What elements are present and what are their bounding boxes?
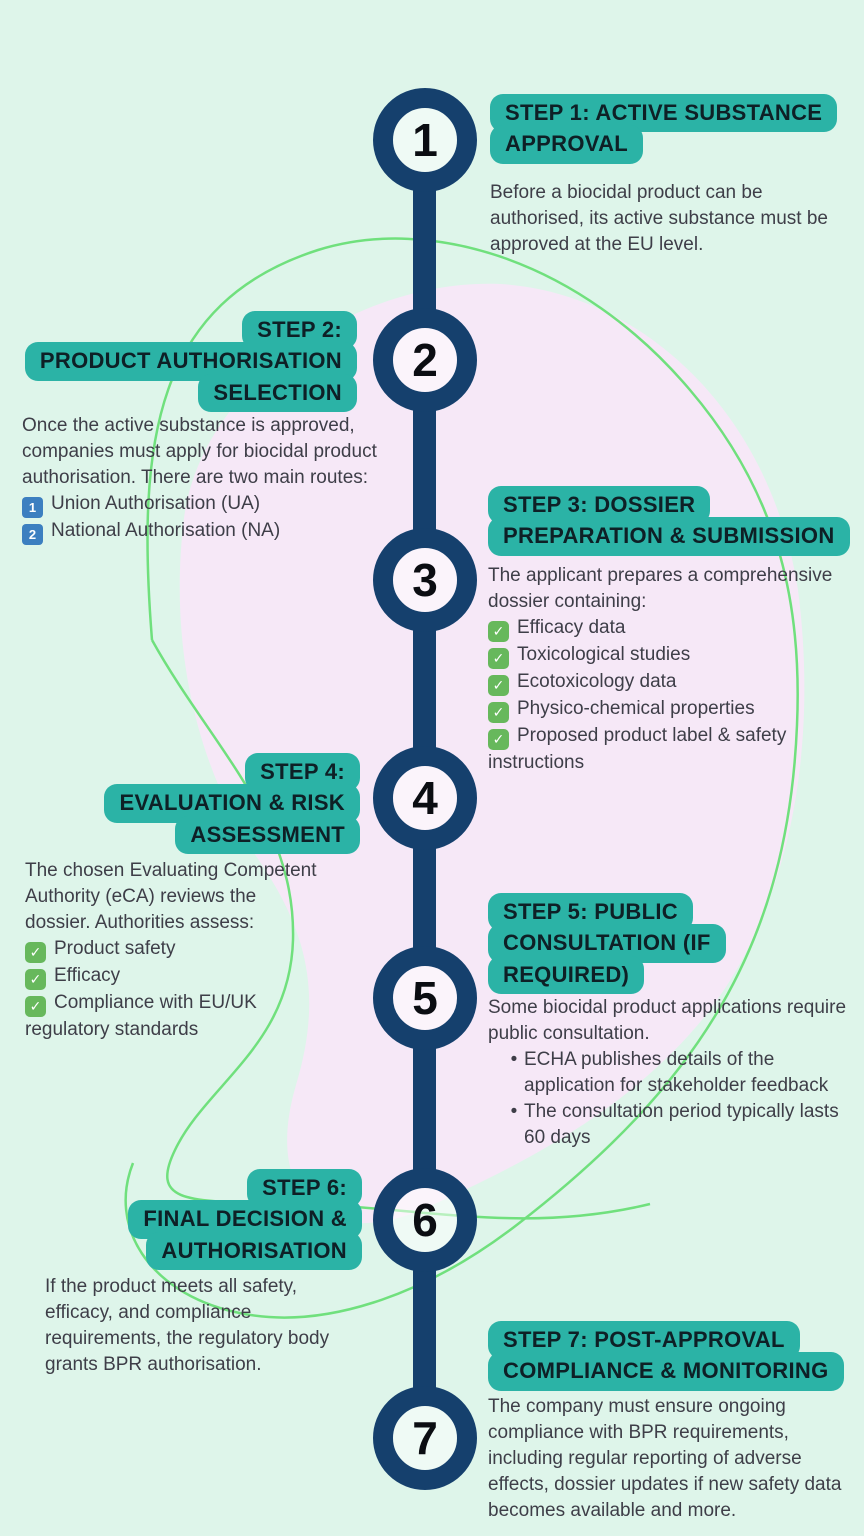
timeline-node-6: 6 — [373, 1168, 477, 1272]
step-6-body: If the product meets all safety, efficac… — [45, 1276, 330, 1375]
timeline-node-2: 2 — [373, 308, 477, 412]
keycap-2-icon: 2 — [22, 524, 43, 545]
step-2-description: Once the active substance is approved, c… — [22, 413, 380, 545]
step-3-body: The applicant prepares a comprehensive d… — [488, 565, 833, 612]
checklist-label: Compliance with EU/UK regulatory standar… — [25, 992, 257, 1040]
badge-line: APPROVAL — [490, 125, 644, 164]
badge-line: REQUIRED) — [488, 955, 645, 995]
step-number: 7 — [412, 1412, 438, 1464]
step-3-badge: STEP 3: DOSSIER PREPARATION & SUBMISSION — [488, 486, 850, 556]
step-6-badge: STEP 6: FINAL DECISION & AUTHORISATION — [128, 1169, 362, 1271]
bullet-item: • ECHA publishes details of the applicati… — [488, 1047, 856, 1099]
route-label: Union Authorisation (UA) — [51, 493, 261, 514]
keycap-1-icon: 1 — [22, 497, 43, 518]
check-icon: ✓ — [488, 621, 509, 642]
step-4-body: The chosen Evaluating Competent Authorit… — [25, 860, 317, 933]
timeline-connector-4-5 — [413, 843, 436, 953]
checklist-item: ✓ Toxicological studies — [488, 642, 840, 669]
step-5-description: Some biocidal product applications requi… — [488, 995, 856, 1151]
bullet-item: • The consultation period typically lasts… — [488, 1099, 856, 1151]
checklist-item: ✓Compliance with EU/UK regulatory standa… — [25, 990, 325, 1043]
badge-line: STEP 5: PUBLIC — [488, 893, 693, 932]
badge-line: SELECTION — [198, 373, 357, 413]
badge-line: PRODUCT AUTHORISATION — [24, 342, 357, 381]
checklist-label: Physico-chemical properties — [517, 698, 755, 719]
route-item: 1 Union Authorisation (UA) — [22, 491, 380, 518]
step-1-description: Before a biocidal product can be authori… — [490, 180, 858, 258]
checklist-label: Efficacy — [54, 965, 121, 986]
bullet-icon: • — [510, 1101, 518, 1122]
timeline-connector-6-7 — [413, 1265, 436, 1393]
bullet-label: ECHA publishes details of the applicatio… — [524, 1049, 829, 1096]
checklist-label: Ecotoxicology data — [517, 671, 677, 692]
bullet-icon: • — [510, 1049, 518, 1070]
checklist-label: Toxicological studies — [517, 644, 691, 665]
step-4-description: The chosen Evaluating Competent Authorit… — [25, 858, 325, 1043]
green-curve-outer — [124, 237, 799, 1319]
timeline-node-7: 7 — [373, 1386, 477, 1490]
step-5-badge: STEP 5: PUBLIC CONSULTATION (IF REQUIRED… — [488, 893, 726, 995]
check-icon: ✓ — [488, 729, 509, 750]
step-1-body: Before a biocidal product can be authori… — [490, 182, 828, 255]
badge-line: COMPLIANCE & MONITORING — [488, 1352, 844, 1391]
step-number: 6 — [412, 1194, 438, 1246]
check-icon: ✓ — [488, 648, 509, 669]
check-icon: ✓ — [25, 996, 46, 1017]
bullet-label: The consultation period typically lasts … — [524, 1101, 839, 1148]
step-number: 5 — [412, 972, 438, 1024]
route-item: 2 National Authorisation (NA) — [22, 518, 380, 545]
check-icon: ✓ — [488, 702, 509, 723]
badge-line: PREPARATION & SUBMISSION — [488, 517, 850, 556]
timeline-node-3: 3 — [373, 528, 477, 632]
timeline-node-5: 5 — [373, 946, 477, 1050]
timeline-connector-1-2 — [413, 185, 436, 315]
checklist-item: ✓ Product safety — [25, 936, 325, 963]
step-6-description: If the product meets all safety, efficac… — [45, 1274, 345, 1378]
checklist-item: ✓ Physico-chemical properties — [488, 696, 840, 723]
step-number: 1 — [412, 114, 438, 166]
timeline-connector-2-3 — [413, 405, 436, 535]
timeline-node-4: 4 — [373, 746, 477, 850]
step-4-badge: STEP 4: EVALUATION & RISK ASSESSMENT — [104, 753, 360, 855]
check-icon: ✓ — [488, 675, 509, 696]
timeline-node-1: 1 — [373, 88, 477, 192]
step-3-description: The applicant prepares a comprehensive d… — [488, 563, 840, 776]
step-number: 4 — [412, 772, 438, 824]
checklist-label: Efficacy data — [517, 617, 626, 638]
checklist-item: ✓ Efficacy — [25, 963, 325, 990]
badge-line: AUTHORISATION — [146, 1231, 362, 1271]
step-7-badge: STEP 7: POST-APPROVAL COMPLIANCE & MONIT… — [488, 1321, 844, 1391]
checklist-label: Proposed product label & safety instruct… — [488, 725, 787, 773]
route-label: National Authorisation (NA) — [51, 520, 281, 541]
step-1-badge: STEP 1: ACTIVE SUBSTANCE APPROVAL — [490, 94, 838, 164]
step-number: 2 — [412, 334, 438, 386]
step-5-body: Some biocidal product applications requi… — [488, 997, 847, 1044]
timeline-connector-3-4 — [413, 625, 436, 753]
checklist-item: ✓Proposed product label & safety instruc… — [488, 723, 840, 776]
check-icon: ✓ — [25, 942, 46, 963]
step-7-description: The company must ensure ongoing complian… — [488, 1394, 864, 1524]
step-number: 3 — [412, 554, 438, 606]
checklist-item: ✓ Efficacy data — [488, 615, 840, 642]
check-icon: ✓ — [25, 969, 46, 990]
checklist-item: ✓ Ecotoxicology data — [488, 669, 840, 696]
badge-line: ASSESSMENT — [175, 815, 360, 855]
checklist-label: Product safety — [54, 938, 176, 959]
step-7-body: The company must ensure ongoing complian… — [488, 1396, 842, 1521]
step-2-body: Once the active substance is approved, c… — [22, 415, 377, 488]
timeline-connector-5-6 — [413, 1043, 436, 1175]
step-2-badge: STEP 2: PRODUCT AUTHORISATION SELECTION — [24, 311, 357, 413]
